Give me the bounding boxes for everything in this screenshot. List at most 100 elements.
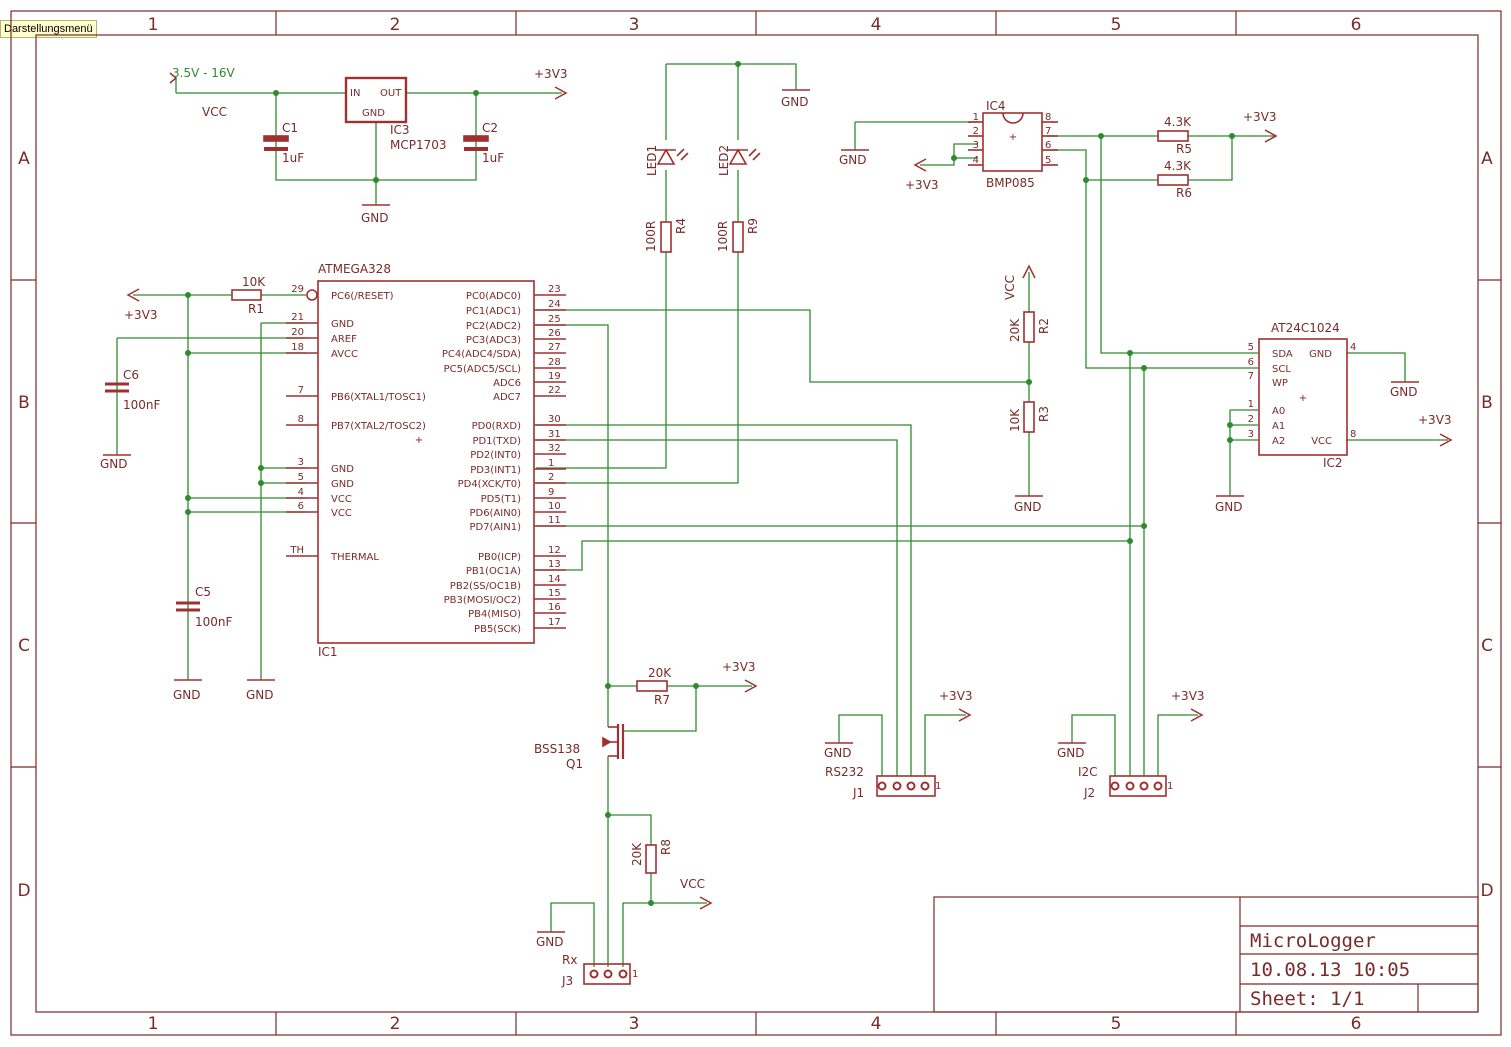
bmp-pin-number: 4: [973, 155, 979, 166]
eeprom-value: AT24C1024: [1271, 321, 1340, 335]
bmp-pin-number: 3: [973, 140, 979, 151]
c2-value: 1uF: [482, 151, 504, 165]
mcu-pin-label: PD5(T1): [481, 494, 521, 505]
q1-name: Q1: [566, 757, 583, 771]
mcu-pin-label: PC3(ADC3): [466, 335, 521, 346]
mcu-pin-number: 18: [291, 342, 304, 353]
mcu-pin-number: 27: [548, 342, 561, 353]
mcu-pin-number: 7: [298, 385, 304, 396]
r8-name: R8: [659, 839, 673, 855]
led2-label: LED2: [717, 145, 731, 176]
j3-label: Rx: [562, 953, 577, 967]
eeprom-pin-label: VCC: [1311, 436, 1332, 447]
frame-row-label: B: [1481, 393, 1493, 413]
mcu-pin-number: 14: [548, 574, 561, 585]
r7-name: R7: [654, 693, 670, 707]
j3-pin1: 1: [632, 969, 638, 980]
c6-name: C6: [123, 368, 139, 382]
mcu-origin-mark: +: [415, 435, 423, 446]
mcu-pin-label: PB2(SS/OC1B): [450, 581, 521, 592]
frame-column-label: 6: [1351, 15, 1362, 35]
mcu-pin-number: 5: [298, 472, 304, 483]
bmp-gnd: GND: [839, 153, 867, 167]
divider-gnd: GND: [1014, 500, 1042, 514]
j1-supply: +3V3: [939, 689, 973, 703]
q1-value: BSS138: [534, 742, 580, 756]
mcu-pin-number: 8: [298, 414, 304, 425]
reset-supply: +3V3: [124, 308, 158, 322]
mcu-gnd: GND: [246, 688, 274, 702]
mcu-pin-label: PD2(INT0): [470, 450, 521, 461]
mcu-pin-label: PD1(TXD): [472, 436, 521, 447]
frame-column-label: 3: [629, 15, 640, 35]
c6-value: 100nF: [123, 398, 161, 412]
j2-gnd: GND: [1057, 746, 1085, 760]
bmp-pin-number: 6: [1045, 140, 1051, 151]
title-date: 10.08.13 10:05: [1250, 959, 1410, 981]
mcu-pin-number: 9: [548, 487, 554, 498]
eeprom-pin-number: 3: [1248, 429, 1254, 440]
mcu-pin-number: 10: [548, 501, 561, 512]
r9-name: R9: [746, 218, 760, 234]
frame-row-label: A: [1481, 149, 1493, 169]
eeprom-pin-label: A1: [1272, 421, 1285, 432]
mcu-pin-label: PB1(OC1A): [466, 566, 521, 577]
eeprom-pin-label: A2: [1272, 436, 1285, 447]
c1-name: C1: [282, 121, 298, 135]
eeprom-addr-gnd: GND: [1215, 500, 1243, 514]
mcu-value: ATMEGA328: [318, 262, 391, 276]
mcu-pin-label: VCC: [331, 494, 352, 505]
frame-column-label: 1: [148, 15, 159, 35]
c1-value: 1uF: [282, 151, 304, 165]
frame-column-label: 5: [1111, 15, 1122, 35]
mcu-pin-label: PD3(INT1): [470, 465, 521, 476]
j2-supply: +3V3: [1171, 689, 1205, 703]
divider-vcc: VCC: [1003, 275, 1017, 300]
mcu-pin-label: PB3(MOSI/OC2): [444, 595, 522, 606]
frame-column-label: 2: [390, 1014, 401, 1034]
connector-pads: [589, 781, 1163, 979]
mcu-pin-label: PC2(ADC2): [466, 321, 521, 332]
j1-pin1: 1: [935, 781, 941, 792]
eeprom-pin-number: 2: [1248, 414, 1254, 425]
eeprom-gnd: GND: [1390, 385, 1418, 399]
j2-pin1: 1: [1167, 781, 1173, 792]
mcu-pin-label: AREF: [331, 334, 357, 345]
frame-column-label: 5: [1111, 1014, 1122, 1034]
mcu-pin-number: 22: [548, 385, 561, 396]
mcu-pin-number: 25: [548, 314, 561, 325]
eeprom-pin-label: SCL: [1272, 364, 1291, 375]
bmp-origin-mark: +: [1009, 132, 1017, 143]
mcu-pin-number: 15: [548, 588, 561, 599]
r7-value: 20K: [648, 666, 672, 680]
frame-row-label: B: [18, 393, 30, 413]
r3-name: R3: [1037, 406, 1051, 422]
mcu-pin-label: PD4(XCK/T0): [458, 479, 521, 490]
mcu-pin-label: ADC6: [493, 378, 521, 389]
eeprom-pin-number: 5: [1248, 342, 1254, 353]
r4-value: 100R: [644, 221, 658, 252]
mcu-pin-number: TH: [289, 545, 304, 556]
bmp-pin-number: 5: [1045, 155, 1051, 166]
eeprom-name: IC2: [1323, 456, 1343, 470]
j3-name: J3: [561, 974, 573, 988]
j1-name: J1: [852, 786, 864, 800]
r9-value: 100R: [716, 221, 730, 252]
mcu-pin-label: AVCC: [331, 349, 358, 360]
eeprom-pin-label: SDA: [1272, 349, 1293, 360]
eeprom-pin-number: 4: [1350, 342, 1356, 353]
mcu-pin-label: ADC7: [493, 392, 521, 403]
j2-label: I2C: [1078, 765, 1098, 779]
mcu-pin-number: 24: [548, 299, 561, 310]
labels: 3.5V - 16V VCC +3V3 IN OUT GND IC3 MCP17…: [100, 66, 1452, 988]
mcu-pin-label: PC1(ADC1): [466, 306, 521, 317]
mcu-pin-label: PB6(XTAL1/TOSC1): [331, 392, 426, 403]
bmp-pin-number: 7: [1045, 126, 1051, 137]
eeprom-pin-number: 7: [1248, 371, 1254, 382]
mcu-pin-label: THERMAL: [330, 552, 379, 563]
mcu-pin-label: PC4(ADC4/SDA): [442, 349, 521, 360]
mcu-pin-number: 31: [548, 429, 561, 440]
j1-gnd: GND: [824, 746, 852, 760]
mcu-pin-number: 23: [548, 284, 561, 295]
